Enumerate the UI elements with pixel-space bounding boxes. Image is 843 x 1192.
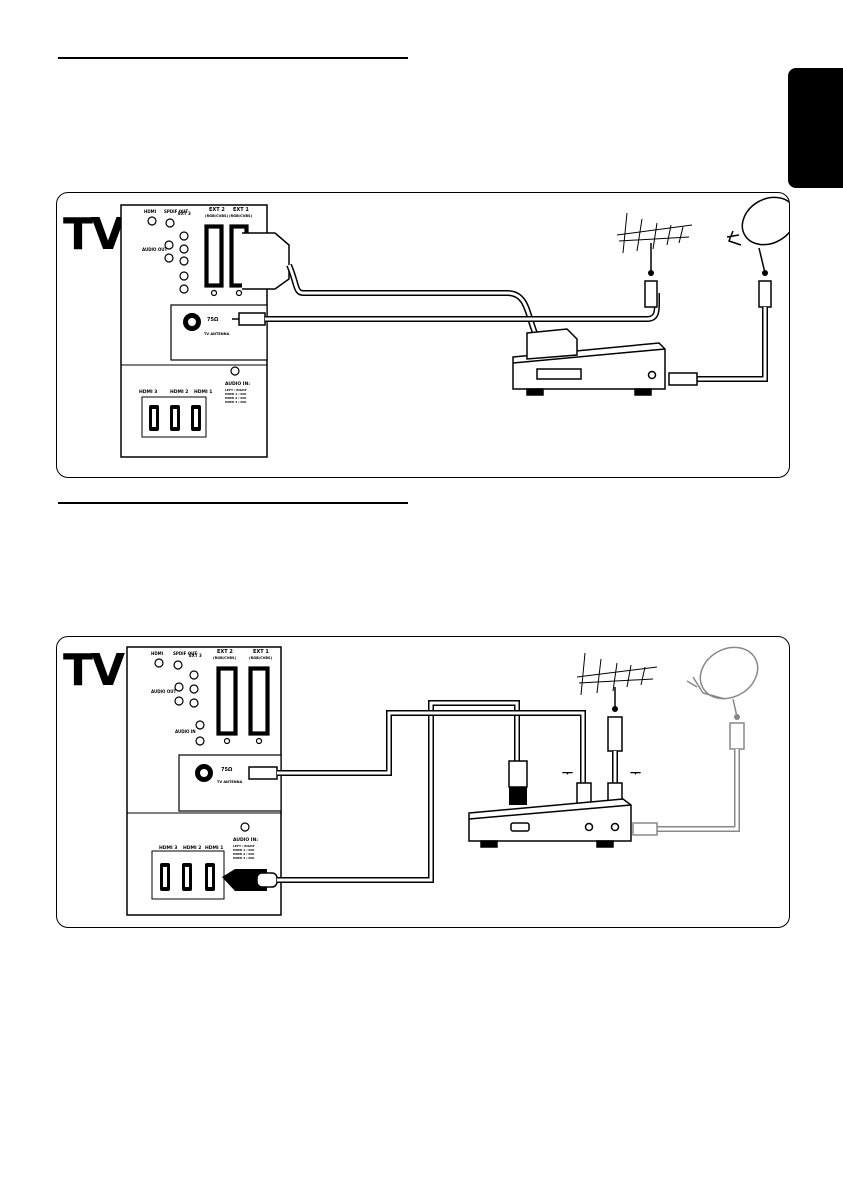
audio-in-line-3: HDMI 2 / DVI bbox=[225, 396, 246, 400]
side-label-hdmi: HDMI bbox=[151, 651, 164, 656]
dish-plug bbox=[758, 280, 772, 308]
scart-plug-receiver bbox=[526, 328, 578, 360]
side-label-audio-in: AUDIO IN bbox=[175, 729, 196, 734]
ohm-label: 75Ω bbox=[207, 317, 219, 323]
antenna-section bbox=[178, 754, 282, 812]
roof-antenna-icon bbox=[616, 212, 693, 273]
audio-in-line-1: LEFT / RIGHT bbox=[225, 388, 248, 392]
antenna-label: TV ANTENNA bbox=[217, 780, 243, 784]
antenna-plug bbox=[644, 280, 658, 308]
satellite-dish-icon bbox=[686, 646, 759, 718]
coax-plug-tv bbox=[248, 766, 278, 780]
connection-diagram-panel-2: TV HDMI SPDIF OUT EXT 3 AUDIO OUT AUDIO … bbox=[56, 636, 790, 928]
audio-in-label: AUDIO IN: bbox=[233, 837, 258, 843]
hdmi-plug-receiver bbox=[508, 760, 528, 788]
antenna-plug bbox=[607, 716, 623, 752]
coax-cable-outline bbox=[265, 293, 660, 322]
ext1-label: EXT 1 bbox=[233, 207, 249, 213]
audio-in-jack bbox=[240, 822, 250, 832]
ext1-label: EXT 1 bbox=[253, 649, 269, 655]
tv-label: TV bbox=[63, 209, 125, 260]
side-label-spdif: SPDIF OUT bbox=[173, 651, 197, 656]
coax-plug-tv bbox=[238, 312, 266, 326]
hdmi2-label: HDMI 2 bbox=[170, 389, 188, 395]
audio-in-jack bbox=[230, 366, 240, 376]
audio-in-line-4: HDMI 3 / DVI bbox=[225, 400, 246, 404]
ext2-label: EXT 2 bbox=[217, 649, 233, 655]
antenna-label: TV ANTENNA bbox=[204, 332, 230, 336]
side-av-jacks bbox=[154, 658, 205, 746]
section-rule-top bbox=[58, 57, 408, 59]
side-label-audio-out: AUDIO OUT bbox=[142, 247, 167, 252]
tv-label: TV bbox=[63, 645, 125, 696]
side-label-hdmi: HDMI bbox=[144, 209, 157, 214]
dish-cable-outline bbox=[657, 749, 740, 832]
ext1-sub: (RGB/CVBS) bbox=[229, 214, 253, 218]
hdmi-cable-outline bbox=[277, 700, 520, 883]
side-label-ext3: EXT 3 bbox=[178, 211, 191, 216]
scart-sockets bbox=[216, 666, 270, 745]
ohm-label: 75Ω bbox=[221, 767, 233, 773]
rf-symbol-left: ᅮ bbox=[562, 766, 573, 780]
audio-in-line-2: HDMI 1 / DVI bbox=[225, 392, 246, 396]
audio-in-label: AUDIO IN: bbox=[225, 381, 250, 387]
hdmi2-label: HDMI 2 bbox=[183, 845, 201, 851]
dish-cable-outline bbox=[697, 307, 768, 382]
coax-plug-dish-receiver bbox=[632, 822, 658, 836]
hdmi-section bbox=[120, 364, 268, 458]
ext2-sub: (RGB/CVBS) bbox=[213, 656, 237, 660]
hdmi3-label: HDMI 3 bbox=[139, 389, 157, 395]
audio-in-line-2: HDMI 1 / DVI bbox=[233, 848, 254, 852]
hdmi1-label: HDMI 1 bbox=[194, 389, 212, 395]
scart-plug-tv bbox=[242, 232, 290, 290]
section-rule-middle bbox=[58, 502, 408, 504]
audio-in-line-4: HDMI 3 / DVI bbox=[233, 856, 254, 860]
side-label-ext3: EXT 3 bbox=[189, 653, 202, 658]
ext1-sub: (RGB/CVBS) bbox=[249, 656, 273, 660]
roof-antenna-icon bbox=[576, 652, 658, 709]
side-label-audio-out: AUDIO OUT bbox=[151, 689, 176, 694]
satellite-receiver-icon bbox=[468, 798, 632, 848]
audio-in-line-3: HDMI 2 / DVI bbox=[233, 852, 254, 856]
scart-cable-outline bbox=[286, 263, 538, 335]
hdmi3-label: HDMI 3 bbox=[159, 845, 177, 851]
side-av-jacks bbox=[147, 216, 189, 294]
hdmi1-label: HDMI 1 bbox=[205, 845, 223, 851]
audio-in-line-1: LEFT / RIGHT bbox=[233, 844, 256, 848]
diagram-1-svg: HDMI SPDIF OUT EXT 3 AUDIO OUT EXT 2 EXT… bbox=[120, 196, 789, 458]
satellite-dish-icon bbox=[726, 196, 789, 274]
ext2-sub: (RGB/CVBS) bbox=[205, 214, 229, 218]
coax-plug-receiver bbox=[668, 372, 698, 386]
rf-symbol-right: ᅮ bbox=[630, 766, 641, 780]
language-side-tab[interactable] bbox=[788, 68, 843, 188]
hdmi-plug-tv bbox=[222, 869, 267, 891]
dish-plug bbox=[729, 722, 745, 750]
diagram-2-svg: HDMI SPDIF OUT EXT 3 AUDIO OUT AUDIO IN … bbox=[126, 646, 759, 916]
side-label-spdif: SPDIF OUT bbox=[164, 209, 188, 214]
ext2-label: EXT 2 bbox=[209, 207, 225, 213]
connection-diagram-panel-1: TV HDMI SPDIF OUT EXT 3 AUDIO OUT EXT 2 … bbox=[56, 192, 790, 478]
hdmi-section bbox=[126, 812, 282, 916]
